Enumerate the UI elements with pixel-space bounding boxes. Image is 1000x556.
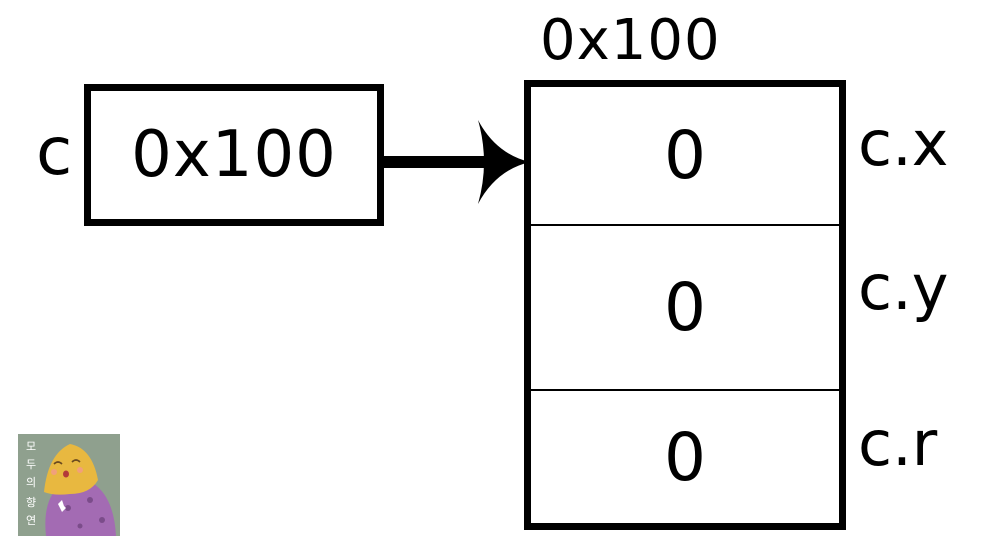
cell-divider [531,389,839,391]
pointer-value: 0x100 [131,118,337,192]
pointer-arrow [378,120,530,204]
svg-text:모: 모 [26,440,36,453]
memory-cell-x: 0 [664,117,706,194]
svg-text:두: 두 [26,458,36,471]
field-label-x: c.x [858,107,949,180]
svg-text:연: 연 [26,514,36,527]
memory-cell-y: 0 [664,269,706,346]
channel-logo: 모 두 의 향 연 [18,434,120,536]
memory-block: 0 0 0 [524,80,846,530]
cell-divider [531,224,839,226]
svg-text:의: 의 [26,476,36,489]
field-label-r: c.r [858,407,938,480]
memory-address-label: 0x100 [540,8,721,73]
svg-text:향: 향 [26,496,36,509]
memory-cell-r: 0 [664,418,706,496]
field-label-y: c.y [858,251,949,324]
pointer-variable-box: 0x100 [84,84,384,226]
pointer-variable-name: c [36,113,73,190]
